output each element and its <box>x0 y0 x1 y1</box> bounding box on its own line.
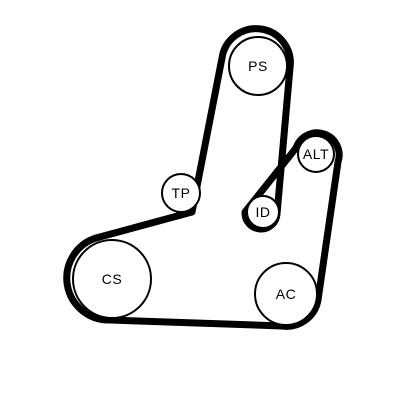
pulley-alt-label: ALT <box>303 146 329 162</box>
pulley-ac-label: AC <box>276 286 296 302</box>
pulley-ps: PS <box>228 36 288 96</box>
pulley-ps-label: PS <box>248 58 268 74</box>
pulley-alt: ALT <box>297 135 335 173</box>
pulley-id: ID <box>246 195 280 229</box>
serpentine-belt <box>63 25 343 330</box>
pulley-tp-label: TP <box>172 185 191 201</box>
pulley-ac: AC <box>254 262 318 326</box>
pulley-cs-label: CS <box>102 271 122 287</box>
pulley-id-label: ID <box>256 204 271 220</box>
pulley-tp: TP <box>161 173 201 213</box>
pulley-cs: CS <box>72 239 152 319</box>
